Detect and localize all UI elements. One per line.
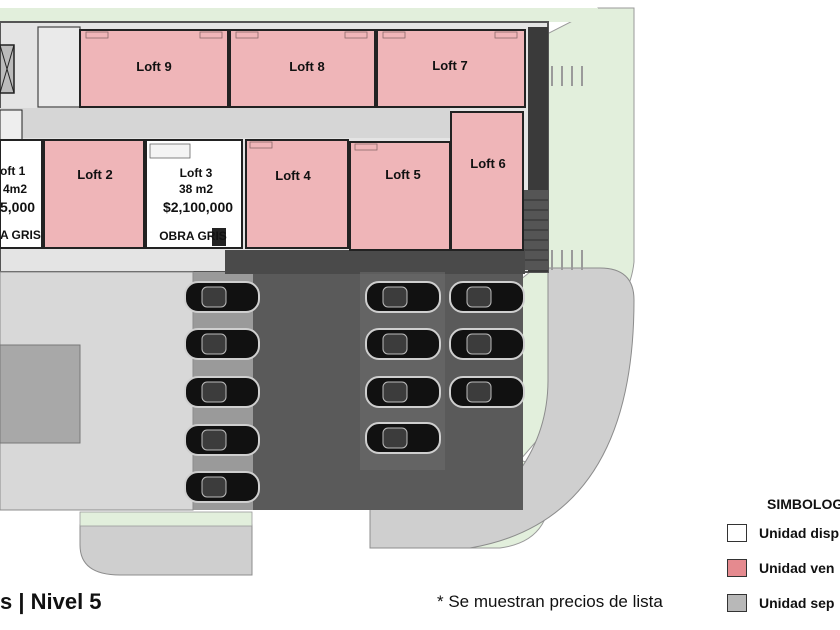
loft-1-area: 4m2 <box>3 182 27 196</box>
legend-label-sold: Unidad ven <box>759 560 835 576</box>
courtyard <box>0 344 81 444</box>
fixture-marks <box>85 31 518 151</box>
loft-2-label: Loft 2 <box>77 167 112 182</box>
service-room <box>0 109 23 141</box>
loft-6-unit[interactable] <box>450 111 524 251</box>
loft-2-unit[interactable] <box>43 139 145 249</box>
legend-swatch-available <box>727 524 747 542</box>
loft-8-label: Loft 8 <box>289 59 324 74</box>
parking-edge <box>360 272 445 470</box>
loft-8-unit[interactable] <box>229 29 376 108</box>
car-icon <box>184 424 260 456</box>
parking-marks-right <box>551 66 583 270</box>
car-icon <box>365 376 441 408</box>
hall-wall <box>37 26 81 108</box>
loft-4-label: Loft 4 <box>275 168 311 183</box>
loft-7-unit[interactable] <box>376 29 526 108</box>
legend-label-available: Unidad disp <box>759 525 840 541</box>
car-icon <box>365 328 441 360</box>
loft-5-label: Loft 5 <box>385 167 420 182</box>
legend-swatch-reserved <box>727 594 747 612</box>
legend-swatch-sold <box>727 559 747 577</box>
loft-4-unit[interactable] <box>245 139 349 249</box>
car-icon <box>365 281 441 313</box>
parked-cars <box>184 281 525 503</box>
bottom-curve <box>79 524 253 576</box>
loft-3-closet <box>212 228 226 246</box>
plan-title: s | Nivel 5 <box>0 589 102 614</box>
green-bottom-strip <box>79 511 253 527</box>
loft-5-unit[interactable] <box>349 141 451 251</box>
car-icon <box>365 422 441 454</box>
legend-label-reserved: Unidad sep <box>759 595 835 611</box>
loft-3-label: Loft 3 <box>180 166 213 180</box>
loft-9-unit[interactable] <box>79 29 229 108</box>
legend-title: SIMBOLOG <box>767 496 840 512</box>
loft-1-label: oft 1 <box>0 164 26 178</box>
green-strip-top <box>0 8 598 22</box>
loft-3-price: $2,100,000 <box>163 199 233 215</box>
price-note: * Se muestran precios de lista <box>437 592 663 611</box>
loft-1-status: A GRIS <box>0 228 41 242</box>
car-icon <box>184 376 260 408</box>
loft-1-unit[interactable] <box>0 139 43 249</box>
loft-3-area: 38 m2 <box>179 182 213 196</box>
car-icon <box>184 471 260 503</box>
loft-1-price: 5,000 <box>0 199 35 215</box>
car-icon <box>449 376 525 408</box>
corridor <box>0 108 450 138</box>
loft-9-label: Loft 9 <box>136 59 171 74</box>
car-icon <box>184 281 260 313</box>
car-icon <box>449 281 525 313</box>
parking-upper <box>225 250 525 274</box>
loft-3-status: OBRA GRIS <box>159 229 227 243</box>
legend-item-reserved: Unidad sep <box>727 594 834 612</box>
legend-item-available: Unidad disp <box>727 524 839 542</box>
car-icon <box>184 328 260 360</box>
loft-6-label: Loft 6 <box>470 156 505 171</box>
loft-3-bath <box>149 143 191 159</box>
loft-7-label: Loft 7 <box>432 58 467 73</box>
legend-item-sold: Unidad ven <box>727 559 834 577</box>
car-icon <box>449 328 525 360</box>
